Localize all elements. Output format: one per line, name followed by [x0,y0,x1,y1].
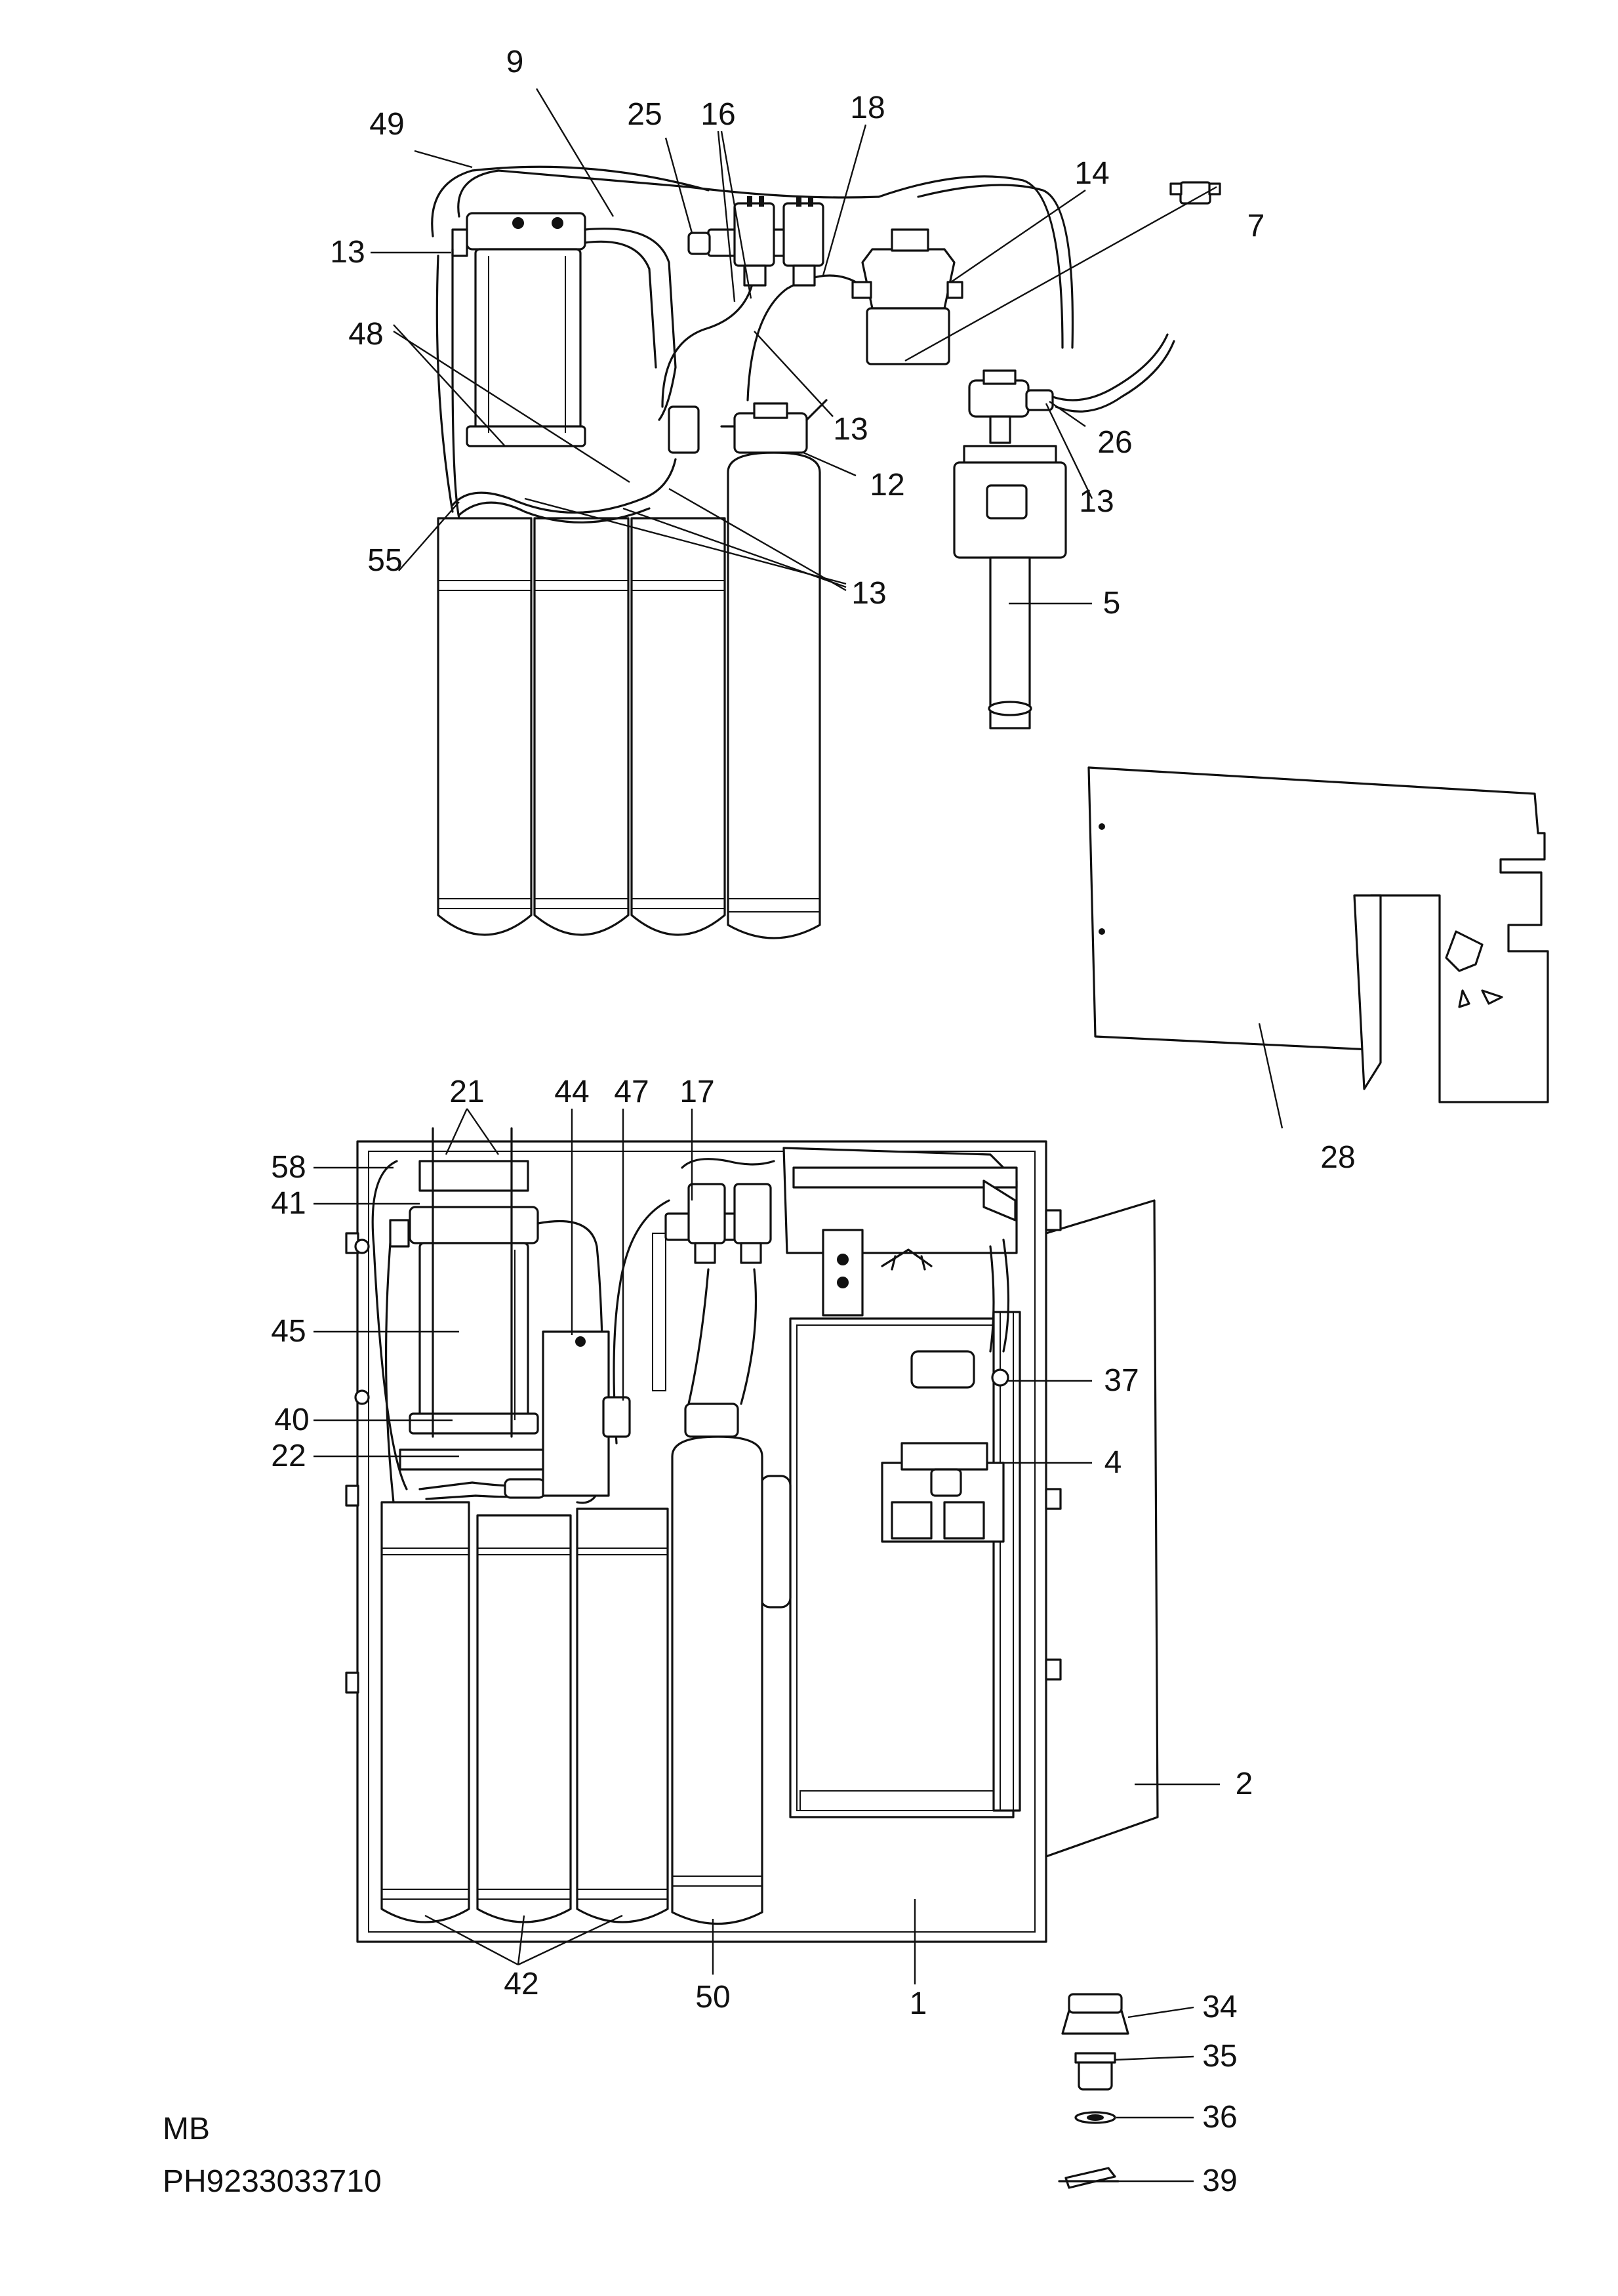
callout-36: 36 [1202,2100,1237,2135]
callout-22: 22 [271,1439,306,1473]
storage-tank [789,1317,1015,1818]
solenoid-valves [687,196,824,287]
callout-37: 37 [1104,1363,1139,1398]
small-fitting [1169,181,1221,205]
filter-cartridge-1 [437,517,533,936]
filter-cartridge-3 [630,517,726,936]
callout-49: 49 [369,107,404,142]
callout-5: 5 [1103,586,1121,621]
filter-cartridge-2 [533,517,630,936]
cabinet-solenoids [602,1158,775,1445]
filter-cartridge-4 [727,451,821,939]
leader-lines [313,88,1284,2183]
callout-13a: 13 [330,235,365,270]
callout-39: 39 [1202,2163,1237,2198]
callout-16: 16 [700,97,735,132]
callout-48: 48 [348,317,383,352]
callout-1: 1 [910,1986,927,2021]
callout-17: 17 [679,1075,714,1109]
callout-58: 58 [271,1150,306,1185]
callout-55: 55 [367,543,402,578]
callout-9: 9 [506,45,524,79]
callout-13d: 13 [851,576,886,611]
callout-26: 26 [1097,425,1132,460]
bottom-cabinet-assembly [345,1127,1159,1943]
callout-44: 44 [554,1075,589,1109]
callout-13c: 13 [1079,484,1114,519]
inlet-valve [968,333,1175,444]
callout-41: 41 [271,1186,306,1221]
filter-head [668,399,828,454]
rear-door [1045,1199,1159,1858]
loose-parts [1058,1993,1129,2189]
pressure-regulator [851,228,963,365]
tube-loop [451,458,677,514]
callout-50: 50 [695,1980,730,2015]
callout-40: 40 [274,1403,309,1437]
callout-34: 34 [1202,1990,1237,2024]
callout-28: 28 [1320,1140,1355,1175]
pump-housing [451,212,586,447]
drain-module [953,445,1067,729]
callout-45: 45 [271,1314,306,1349]
callout-14: 14 [1074,156,1109,191]
callout-labels: 9 49 25 16 18 14 7 13 48 13 26 12 13 55 … [271,45,1355,2198]
part-number: PH9233033710 [163,2164,382,2199]
callout-4: 4 [1104,1445,1122,1480]
callout-13b: 13 [833,412,868,447]
callout-2: 2 [1236,1767,1253,1801]
model-code: MB [163,2112,210,2146]
cabinet-pump [389,1127,605,1504]
callout-21: 21 [449,1075,484,1109]
side-panel [1087,766,1549,1103]
callout-35: 35 [1202,2039,1237,2074]
callout-25: 25 [627,97,662,132]
callout-47: 47 [614,1075,649,1109]
cabinet-cartridges [380,1435,763,1925]
tube-49 [457,169,880,218]
callout-7: 7 [1247,209,1265,243]
callout-42: 42 [504,1967,538,2001]
top-filter-assembly [431,165,1221,939]
callout-18: 18 [850,91,885,125]
callout-12: 12 [870,468,904,502]
